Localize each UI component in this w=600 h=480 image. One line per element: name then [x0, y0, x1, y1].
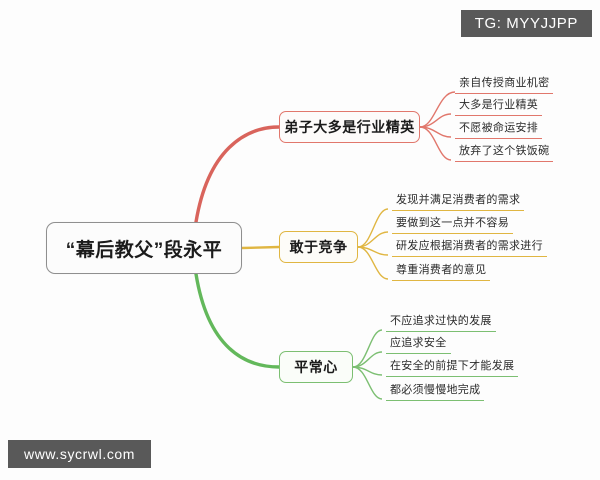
leaf-node-2-3-label: 研发应根据消费者的需求进行 — [396, 240, 543, 252]
leaf-node-3-2-label: 应追求安全 — [390, 337, 447, 349]
root-node[interactable]: “幕后教父”段永平 — [46, 222, 242, 274]
connector-branch-3-leaf-4 — [352, 366, 383, 400]
leaf-node-2-2-label: 要做到这一点并不容易 — [396, 217, 509, 229]
branch-node-3-label: 平常心 — [294, 359, 338, 375]
leaf-node-2-4[interactable]: 尊重消费者的意见 — [392, 263, 491, 281]
leaf-node-3-2[interactable]: 应追求安全 — [386, 336, 451, 354]
website-watermark: www.sycrwl.com — [8, 440, 152, 468]
leaf-node-2-1[interactable]: 发现并满足消费者的需求 — [392, 193, 525, 211]
connector-branch-1-leaf-1 — [419, 91, 456, 128]
leaf-node-1-2-label: 大多是行业精英 — [459, 99, 539, 111]
leaf-node-2-3[interactable]: 研发应根据消费者的需求进行 — [392, 239, 547, 257]
connector-branch-1-leaf-4 — [419, 126, 452, 161]
connector-branch-2-leaf-1 — [357, 208, 389, 248]
branch-node-2[interactable]: 敢于竞争 — [279, 231, 358, 263]
leaf-node-1-4-label: 放弃了这个铁饭碗 — [459, 145, 550, 157]
connector-branch-3-leaf-1 — [352, 329, 383, 368]
branch-node-2-label: 敢于竞争 — [289, 239, 348, 255]
leaf-node-1-3-label: 不愿被命运安排 — [459, 122, 539, 134]
branch-node-3[interactable]: 平常心 — [279, 351, 353, 383]
leaf-node-1-2[interactable]: 大多是行业精英 — [455, 98, 543, 116]
telegram-watermark: TG: MYYJJPP — [460, 10, 592, 37]
connector-root-to-branch-1 — [194, 125, 281, 224]
leaf-node-3-1-label: 不应追求过快的发展 — [390, 315, 492, 327]
root-node-label: “幕后教父”段永平 — [65, 239, 223, 261]
connector-branch-1-leaf-2 — [419, 113, 452, 128]
leaf-node-1-1[interactable]: 亲自传授商业机密 — [455, 76, 554, 94]
leaf-node-2-2[interactable]: 要做到这一点并不容易 — [392, 216, 513, 234]
leaf-node-1-1-label: 亲自传授商业机密 — [459, 77, 550, 89]
branch-node-1[interactable]: 弟子大多是行业精英 — [279, 111, 420, 143]
website-watermark-label: www.sycrwl.com — [24, 446, 136, 462]
leaf-node-3-3[interactable]: 在安全的前提下才能发展 — [386, 359, 519, 377]
connector-branch-1-leaf-3 — [419, 126, 452, 138]
connector-root-to-branch-3 — [194, 272, 281, 369]
leaf-node-1-3[interactable]: 不愿被命运安排 — [455, 121, 543, 139]
leaf-node-2-4-label: 尊重消费者的意见 — [396, 264, 487, 276]
leaf-node-3-4[interactable]: 都必须慢慢地完成 — [386, 383, 485, 401]
leaf-node-3-3-label: 在安全的前提下才能发展 — [390, 360, 515, 372]
connector-branch-3-leaf-3 — [352, 366, 383, 376]
connector-branch-2-leaf-2 — [357, 231, 389, 248]
connector-branch-2-leaf-3 — [357, 246, 389, 256]
leaf-node-3-1[interactable]: 不应追求过快的发展 — [386, 314, 496, 332]
connector-root-to-branch-2 — [240, 245, 281, 250]
branch-node-1-label: 弟子大多是行业精英 — [284, 119, 415, 135]
telegram-watermark-label: TG: MYYJJPP — [474, 15, 578, 32]
leaf-node-2-1-label: 发现并满足消费者的需求 — [396, 194, 521, 206]
leaf-node-3-4-label: 都必须慢慢地完成 — [390, 384, 481, 396]
leaf-node-1-4[interactable]: 放弃了这个铁饭碗 — [455, 144, 554, 162]
connector-branch-2-leaf-4 — [357, 246, 389, 280]
connector-branch-3-leaf-2 — [352, 351, 383, 368]
